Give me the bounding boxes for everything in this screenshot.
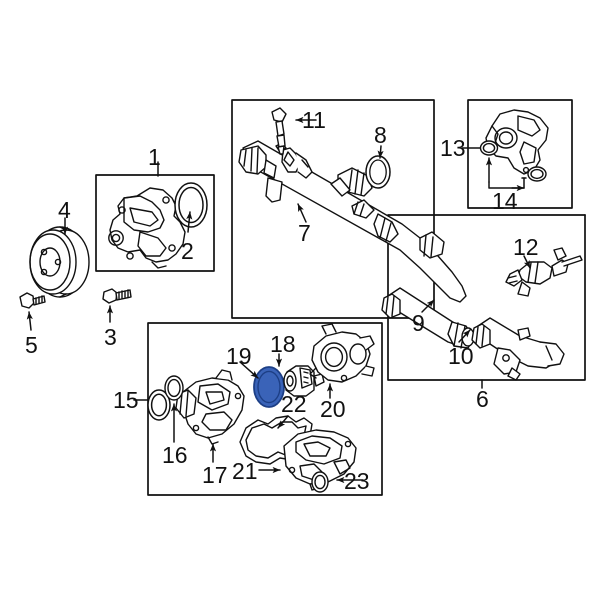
callout-4: 4 <box>58 197 71 223</box>
coolant-pipe-o-ring-seal <box>365 155 391 189</box>
water-pump-pulley <box>29 226 90 298</box>
callout-22: 22 <box>281 391 307 417</box>
housing-cover-o-ring <box>311 471 329 493</box>
callout-7: 7 <box>298 220 311 246</box>
callout-14: 14 <box>492 188 518 214</box>
water-pump-mounting-bolt <box>102 288 132 304</box>
callout-23: 23 <box>344 468 370 494</box>
callout-16: 16 <box>162 442 188 468</box>
water-pump-rear-housing-cover <box>283 429 357 491</box>
callout-1: 1 <box>148 144 161 170</box>
water-outlet-seal-ring-upper <box>479 140 499 156</box>
leader-lines <box>26 116 531 484</box>
callout-3: 3 <box>104 324 117 350</box>
coolant-transfer-tube <box>381 287 475 349</box>
pulley-stud-bolt <box>19 292 46 309</box>
water-pump-gasket-o-ring <box>174 182 208 228</box>
callout-6: 6 <box>476 386 489 412</box>
callout-20: 20 <box>320 396 346 422</box>
thermostat-housing-o-ring <box>164 375 184 401</box>
thermostat-outlet-housing <box>309 323 375 383</box>
callout-5: 5 <box>25 332 38 358</box>
callout-21: 21 <box>232 458 258 484</box>
callout-8: 8 <box>374 122 387 148</box>
callout-19: 19 <box>226 343 252 369</box>
callout-9: 9 <box>412 310 425 336</box>
water-outlet-seal-ring-lower <box>527 166 547 182</box>
lower-radiator-inlet-pipe <box>471 317 565 381</box>
water-pump-housing-o-ring-seal-highlighted <box>253 366 285 408</box>
callout-11: 11 <box>302 107 326 133</box>
engine-thermostat <box>283 365 325 397</box>
callout-15: 15 <box>113 387 139 413</box>
callout-10: 10 <box>448 343 474 369</box>
thermostat-inlet-housing <box>175 369 245 445</box>
callout-12: 12 <box>513 234 539 260</box>
callout-13: 13 <box>440 135 466 161</box>
callout-2: 2 <box>181 238 194 264</box>
thermostat-housing-seal-outer <box>147 389 171 421</box>
upper-coolant-crossover-pipe <box>238 107 467 303</box>
callout-18: 18 <box>270 331 296 357</box>
water-pump-assembly <box>108 187 189 269</box>
callout-17: 17 <box>202 462 228 488</box>
